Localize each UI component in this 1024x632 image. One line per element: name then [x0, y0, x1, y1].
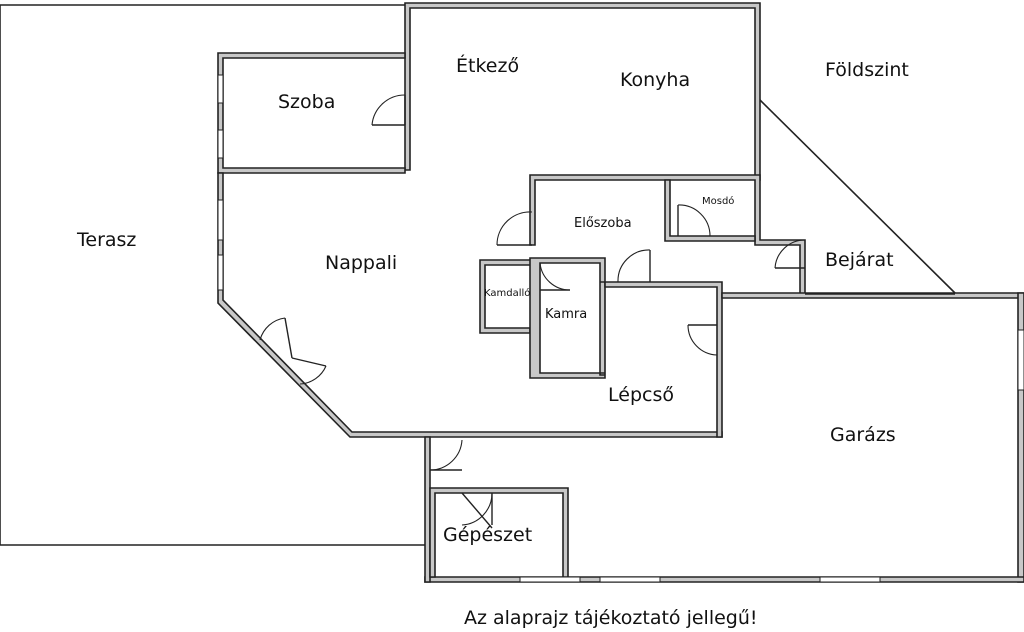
door-szoba	[371, 94, 406, 126]
door-garage	[429, 439, 463, 471]
window	[819, 576, 881, 583]
door-utility	[461, 492, 493, 529]
garage-bottom-wall	[424, 576, 1024, 583]
room-label-lepcso: Lépcső	[608, 384, 674, 406]
window	[519, 576, 581, 583]
kitchen-dining-walls	[404, 2, 761, 181]
room-label-nappali: Nappali	[325, 252, 397, 274]
terrace-outline	[0, 4, 430, 546]
room-label-szoba: Szoba	[278, 91, 335, 113]
door-entrance	[774, 239, 806, 269]
garage-left-wall	[424, 436, 431, 583]
room-label-bejarat: Bejárat	[825, 249, 894, 271]
toilet-walls	[664, 179, 756, 242]
room-label-konyha: Konyha	[620, 69, 690, 91]
room-label-terasz: Terasz	[76, 229, 136, 251]
window	[599, 576, 661, 583]
door-terrace-double	[259, 317, 327, 385]
room-label-gepeszet: Gépészet	[443, 524, 532, 546]
utility-room-walls	[429, 487, 569, 578]
window	[217, 199, 224, 241]
room-label-mosdo: Mosdó	[702, 195, 734, 207]
door-stairs	[687, 324, 718, 356]
room-label-eloszoba: Előszoba	[574, 216, 632, 231]
szoba-walls	[217, 52, 406, 174]
door-hall-south	[617, 249, 651, 283]
door-toilet	[677, 204, 711, 237]
window	[217, 74, 224, 104]
room-label-kamra: Kamra	[545, 307, 587, 322]
door-kamra	[539, 262, 571, 291]
window	[217, 254, 224, 291]
room-label-etkezo: Étkező	[456, 54, 519, 77]
door-hall-west	[496, 211, 533, 246]
stair-walls	[600, 281, 723, 438]
room-label-garazs: Garázs	[830, 424, 896, 446]
disclaimer-note: Az alaprajz tájékoztató jellegű!	[464, 607, 758, 629]
entrance-diagonal-line	[759, 99, 956, 294]
room-label-kamdallo: Kamdalló	[484, 287, 530, 299]
window	[217, 129, 224, 159]
hall-walls	[529, 174, 806, 295]
floor-title: Földszint	[825, 59, 909, 81]
window	[1017, 329, 1024, 391]
